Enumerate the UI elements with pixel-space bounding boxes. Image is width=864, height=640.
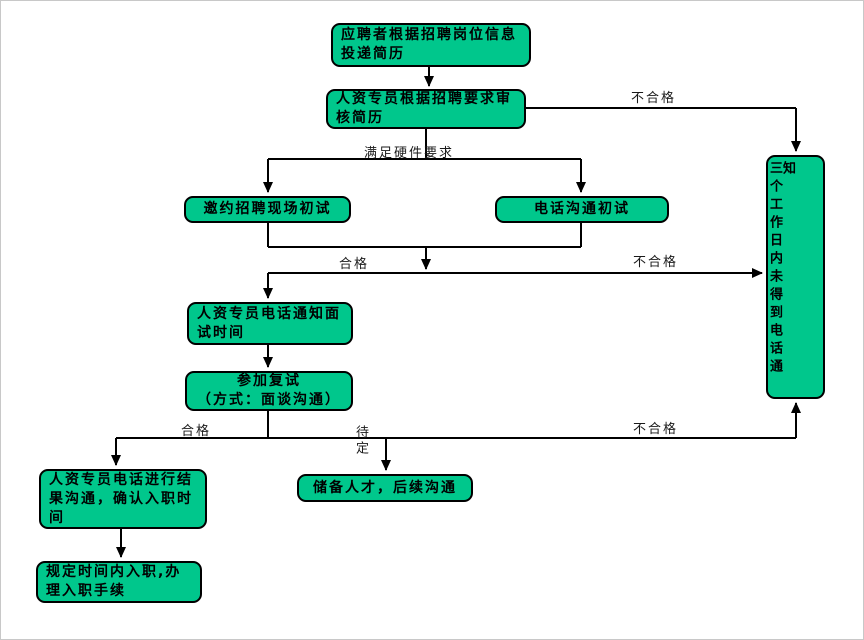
- node-review-label: 人资专员根据招聘要求审核简历: [336, 91, 512, 126]
- node-apply-label: 应聘者根据招聘岗位信息投递简历: [341, 27, 517, 62]
- edge-label-unqualified-bottom: 不合格: [633, 422, 679, 437]
- node-no-notice: 三个工作日内未得到电话通知: [766, 155, 825, 399]
- node-reserve: 储备人才，后续沟通: [297, 474, 473, 502]
- edge-label-unqualified-top: 不合格: [631, 91, 677, 106]
- node-reserve-label: 储备人才，后续沟通: [313, 479, 457, 496]
- edge-label-meet-hardware: 满足硬件要求: [364, 146, 455, 161]
- edge-label-qualified-bottom: 合格: [181, 424, 212, 439]
- node-phone-interview-label: 电话沟通初试: [534, 201, 630, 217]
- edge-label-unqualified-mid: 不合格: [633, 255, 679, 270]
- node-apply: 应聘者根据招聘岗位信息投递简历: [331, 23, 531, 67]
- node-result-talk: 人资专员电话进行结果沟通，确认入职时间: [39, 469, 207, 529]
- node-review: 人资专员根据招聘要求审核简历: [326, 89, 526, 129]
- node-onsite-interview-label: 邀约招聘现场初试: [203, 201, 332, 217]
- node-notify-time-label: 人资专员电话通知面试时间: [197, 305, 341, 341]
- node-onboard: 规定时间内入职,办理入职手续: [36, 561, 202, 603]
- node-second-interview-label: 参加复试 （方式：面谈沟通）: [197, 373, 341, 408]
- node-phone-interview: 电话沟通初试: [495, 196, 669, 223]
- edge-label-pending: 待定: [353, 425, 368, 457]
- node-no-notice-label: 三个工作日内未得到电话通知: [767, 161, 795, 377]
- node-notify-time: 人资专员电话通知面试时间: [187, 302, 353, 345]
- node-onsite-interview: 邀约招聘现场初试: [184, 196, 351, 223]
- node-onboard-label: 规定时间内入职,办理入职手续: [46, 564, 182, 599]
- edge-label-qualified-mid: 合格: [339, 257, 370, 272]
- node-result-talk-label: 人资专员电话进行结果沟通，确认入职时间: [49, 471, 193, 526]
- node-second-interview: 参加复试 （方式：面谈沟通）: [185, 371, 353, 411]
